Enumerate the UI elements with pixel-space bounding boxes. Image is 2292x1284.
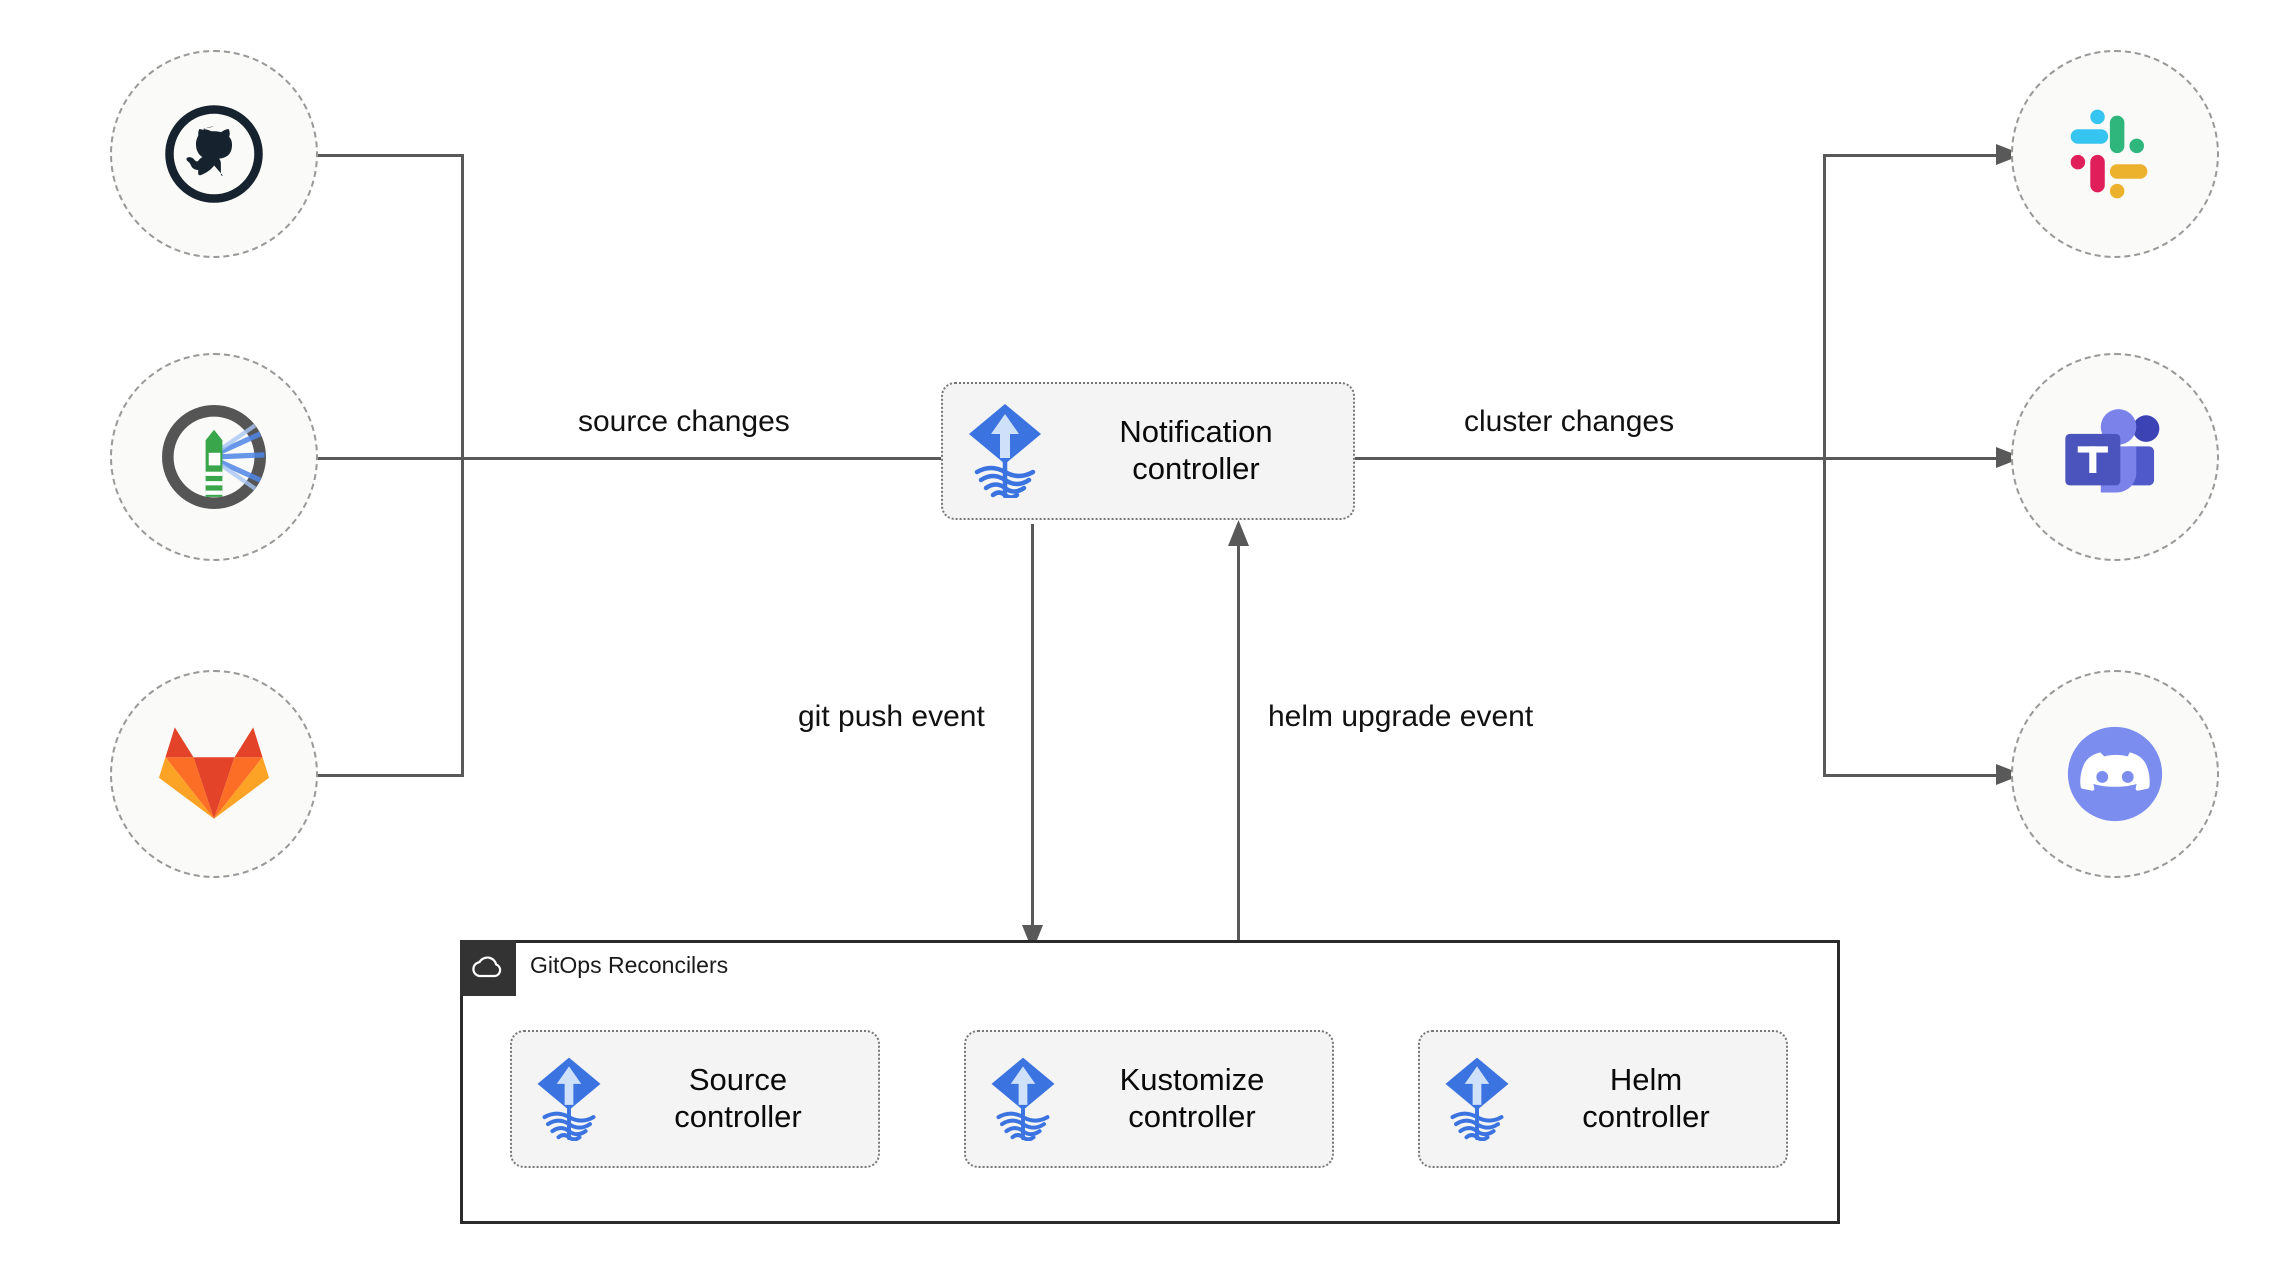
cloud-icon-tab (460, 940, 516, 996)
edge-label-git-push-event: git push event (798, 700, 985, 733)
source-node-gitlab[interactable] (110, 670, 318, 878)
source-controller-label: Source controller (674, 1062, 802, 1134)
edge-label-cluster-changes: cluster changes (1464, 405, 1675, 438)
notification-controller-box[interactable]: Notification controller (941, 382, 1355, 520)
edge-github-to-bus (212, 154, 464, 157)
edge-right-bus (1823, 154, 1826, 777)
edge-label-source-changes: source changes (578, 405, 790, 438)
gitops-reconcilers-title: GitOps Reconcilers (530, 952, 729, 978)
discord-icon (2067, 726, 2163, 822)
gitlab-icon (158, 727, 270, 819)
edge-left-bus (461, 154, 464, 777)
microsoft-teams-icon (2065, 409, 2160, 493)
edge-notification-to-right-bus (1355, 457, 1825, 460)
kustomize-controller-label: Kustomize controller (1119, 1062, 1265, 1134)
github-icon (165, 105, 263, 203)
edge-helm-upgrade-event (1237, 530, 1240, 940)
edge-gitlab-to-bus (212, 774, 464, 777)
kustomize-controller-box[interactable]: Kustomize controller (964, 1030, 1334, 1168)
target-node-teams[interactable] (2011, 353, 2219, 561)
source-controller-box[interactable]: Source controller (510, 1030, 880, 1168)
source-node-github[interactable] (110, 50, 318, 258)
flux-logo-icon (534, 1053, 604, 1146)
flux-logo-icon (965, 400, 1045, 503)
edge-bus-to-teams (1823, 457, 2008, 460)
target-node-discord[interactable] (2011, 670, 2219, 878)
flux-logo-icon (1442, 1053, 1512, 1146)
edge-bus-to-notification (461, 457, 941, 460)
cloud-icon (472, 956, 502, 978)
edge-label-helm-upgrade-event: helm upgrade event (1268, 700, 1534, 733)
edge-bus-to-discord (1823, 774, 2008, 777)
target-node-slack[interactable] (2011, 50, 2219, 258)
edge-flagger-to-bus (212, 457, 464, 460)
edge-bus-to-slack (1823, 154, 2008, 157)
notification-controller-label: Notification controller (1119, 414, 1273, 486)
source-node-flagger[interactable] (110, 353, 318, 561)
flagger-lighthouse-icon (162, 405, 266, 509)
slack-icon (2070, 109, 2148, 199)
helm-controller-box[interactable]: Helm controller (1418, 1030, 1788, 1168)
flux-logo-icon (988, 1053, 1058, 1146)
edge-git-push-event (1031, 524, 1034, 934)
helm-controller-label: Helm controller (1582, 1062, 1710, 1134)
